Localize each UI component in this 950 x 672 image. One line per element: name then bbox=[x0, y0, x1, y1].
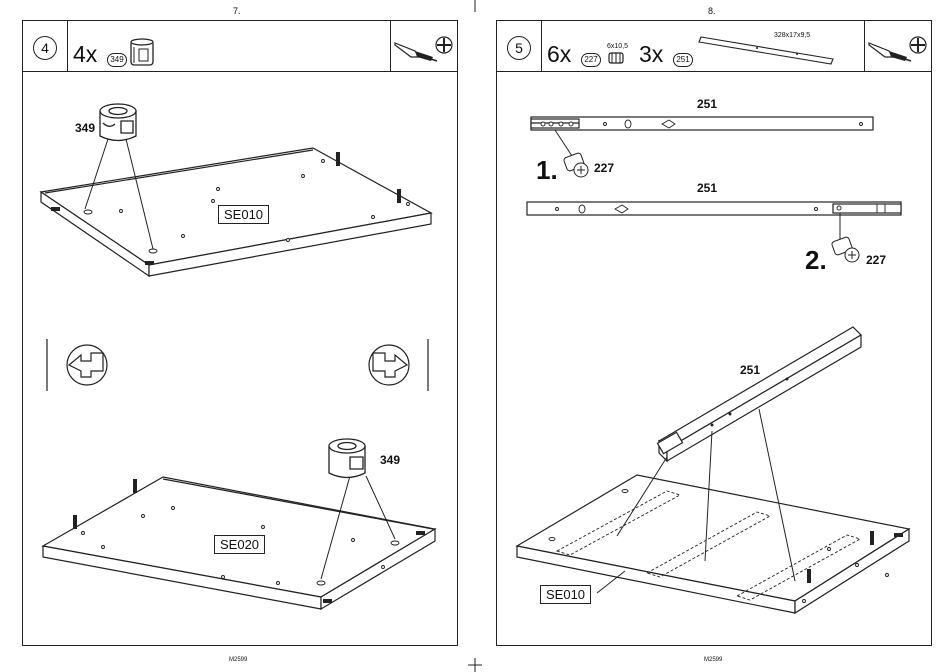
cam-lock-icon bbox=[100, 104, 136, 141]
screw-label-2: 227 bbox=[866, 253, 886, 267]
step-label-2: 2. bbox=[805, 245, 827, 276]
step-label-1: 1. bbox=[536, 155, 558, 186]
screw-icon bbox=[831, 213, 859, 262]
rail-label-2: 251 bbox=[697, 181, 717, 195]
cam-lock-icon bbox=[329, 439, 365, 478]
flip-right-icon bbox=[369, 345, 409, 385]
part-label: 349 bbox=[75, 121, 95, 135]
panel-label: SE010 bbox=[540, 585, 591, 604]
part-label-bottom: 349 bbox=[380, 453, 400, 467]
footer-left: M2599 bbox=[229, 657, 247, 663]
rail-label-3: 251 bbox=[740, 363, 760, 377]
panel-label-top: SE010 bbox=[218, 205, 269, 224]
screw-label-1: 227 bbox=[594, 161, 614, 175]
right-instruction-page: 5 6x 227 6x10,5 3x 251 328x17x9,5 bbox=[496, 20, 932, 646]
rail-assembly-drawing bbox=[497, 21, 933, 647]
footer-right: M2599 bbox=[704, 657, 722, 663]
rail-label-1: 251 bbox=[697, 97, 717, 111]
panel-label-bottom: SE020 bbox=[214, 535, 265, 554]
left-instruction-page: 4 4x 349 bbox=[22, 20, 458, 646]
screw-icon bbox=[555, 130, 588, 177]
flip-left-icon bbox=[67, 345, 107, 385]
